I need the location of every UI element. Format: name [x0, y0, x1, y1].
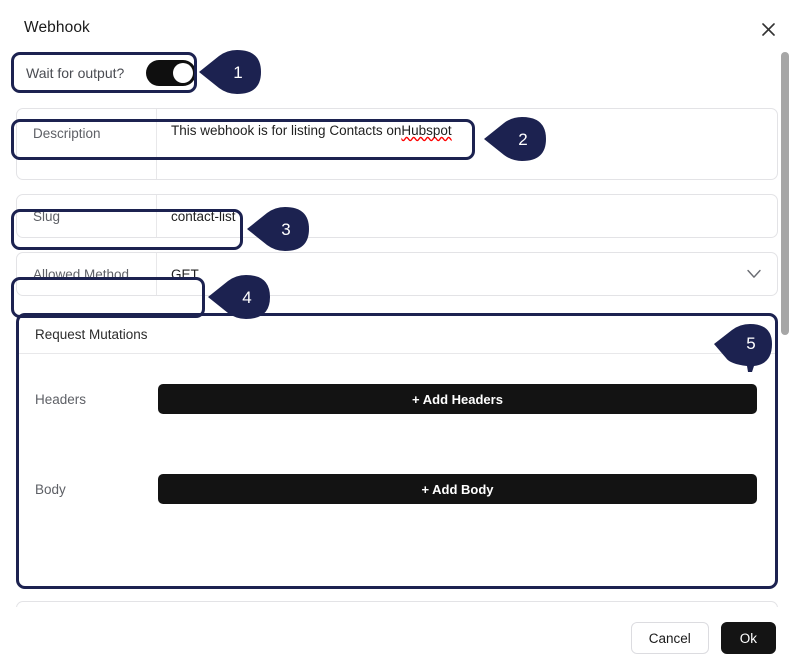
callout-number-1: 1	[233, 63, 243, 82]
callout-number-3: 3	[281, 220, 291, 239]
page-title: Webhook	[24, 19, 90, 36]
chevron-down-icon[interactable]	[747, 269, 761, 279]
allowed-method-label: Allowed Method	[33, 266, 130, 282]
dialog-titlebar: Webhook	[0, 0, 794, 52]
description-text-misspelled: Hubspot	[401, 123, 452, 138]
request-mutations-panel: Request Mutations Headers + Add Headers …	[16, 313, 778, 589]
panel-spacer	[19, 534, 775, 586]
description-label: Description	[33, 125, 101, 141]
field-row-wait-for-output: Wait for output?	[16, 52, 778, 94]
slug-input[interactable]: contact-list	[156, 195, 777, 237]
dialog-scroll-area: Wait for output? Description This webhoo…	[0, 52, 794, 607]
body-row: Body + Add Body	[19, 444, 775, 534]
dialog-footer: Cancel Ok	[0, 607, 794, 669]
wait-for-output-toggle[interactable]	[146, 60, 197, 86]
field-row-allowed-method: Allowed Method GET	[16, 252, 778, 296]
field-row-description: Description This webhook is for listing …	[16, 108, 778, 180]
callout-badge-5: 5	[714, 324, 776, 372]
callout-badge-2: 2	[484, 117, 548, 163]
field-row-slug: Slug contact-list	[16, 194, 778, 238]
request-mutations-title: Request Mutations	[19, 316, 775, 354]
cancel-button[interactable]: Cancel	[630, 622, 709, 654]
callout-pin-shape	[484, 117, 546, 161]
callout-pin-shape	[714, 324, 772, 372]
close-icon[interactable]	[756, 17, 780, 41]
add-body-button[interactable]: + Add Body	[158, 474, 757, 504]
vertical-scrollbar[interactable]	[779, 52, 791, 612]
body-label: Body	[35, 481, 66, 497]
slug-label: Slug	[33, 208, 61, 224]
wait-for-output-label: Wait for output?	[26, 65, 125, 81]
description-text-prefix: This webhook is for listing Contacts on	[171, 123, 402, 138]
callout-number-2: 2	[518, 130, 528, 149]
scrollbar-thumb[interactable]	[781, 52, 789, 335]
callout-pin-shape	[199, 50, 261, 94]
callout-number-4: 4	[242, 288, 252, 307]
toggle-knob	[173, 63, 194, 83]
callout-number-5: 5	[746, 334, 756, 353]
add-headers-button[interactable]: + Add Headers	[158, 384, 757, 414]
headers-label: Headers	[35, 391, 87, 407]
callout-badge-3: 3	[247, 207, 311, 253]
callout-pin-shape	[208, 275, 270, 319]
ok-button[interactable]: Ok	[720, 622, 776, 654]
callout-badge-4: 4	[208, 275, 272, 321]
callout-badge-1: 1	[199, 50, 263, 96]
callout-pin-shape	[247, 207, 309, 251]
description-input[interactable]: This webhook is for listing Contacts on …	[156, 109, 777, 179]
headers-row: Headers + Add Headers	[19, 354, 775, 444]
